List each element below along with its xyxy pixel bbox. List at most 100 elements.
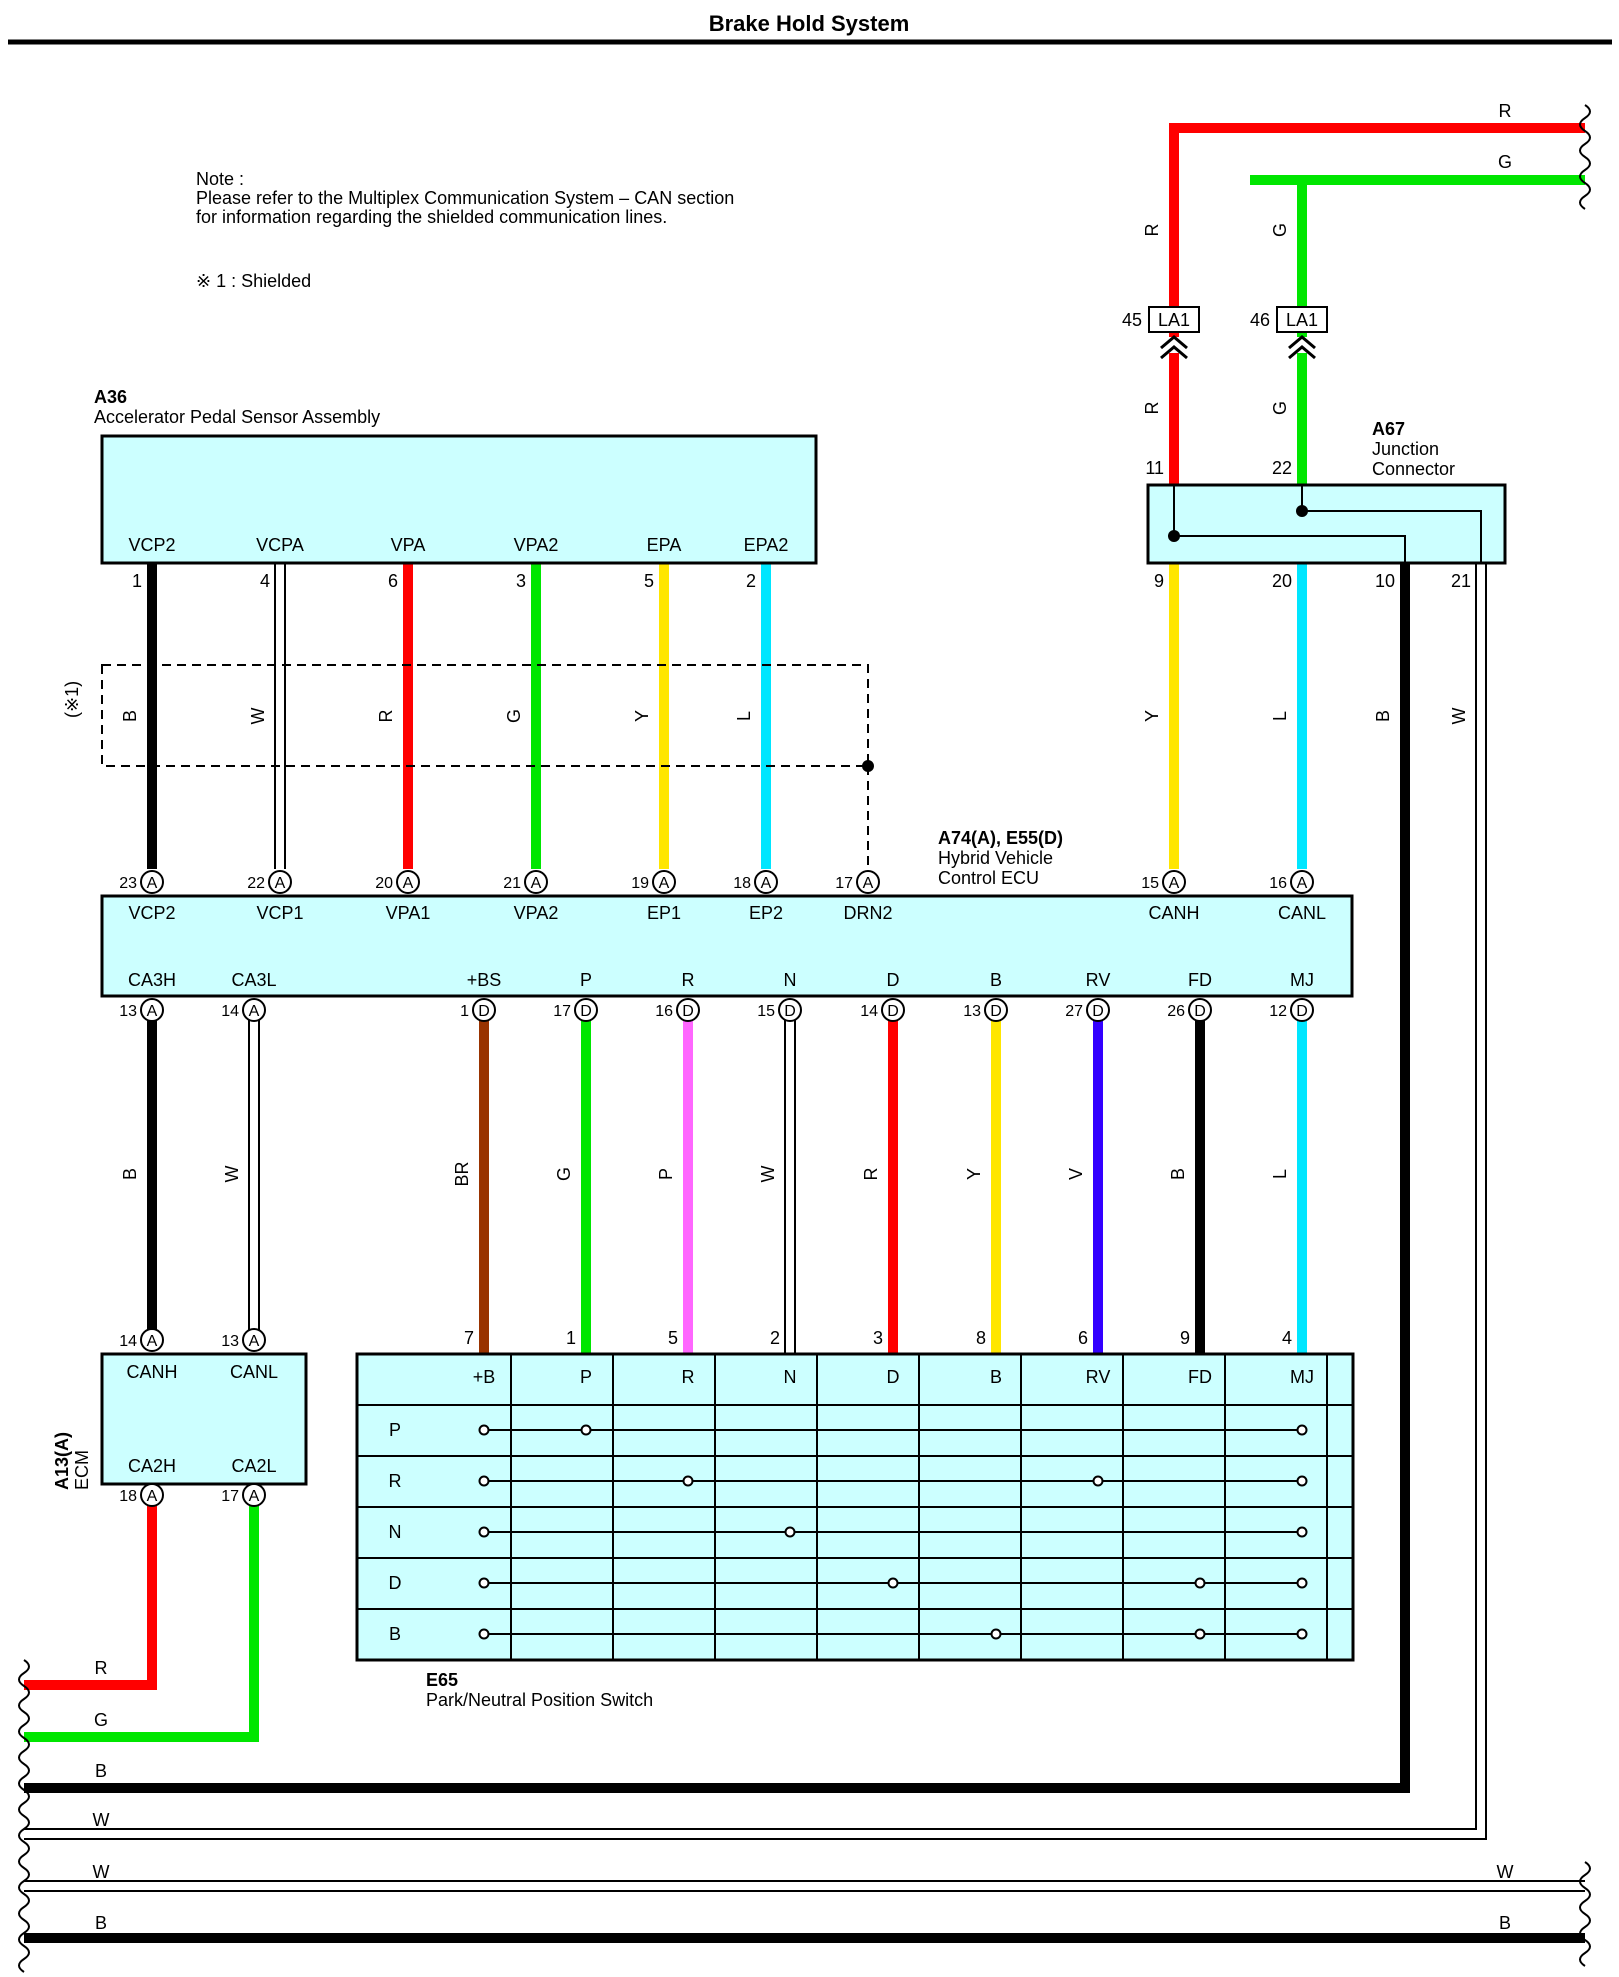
ecu-pin-top-19-connector: A [659, 875, 670, 892]
label-ecu-ecm-b: B [120, 1168, 140, 1180]
ecu-pin-bottom-13-connector: A [147, 1003, 158, 1020]
la1-connector-g-code: LA1 [1286, 310, 1318, 330]
label-right-r: R [1499, 101, 1512, 121]
ecu-terminal-R: R [682, 970, 695, 990]
ecu-pin-top-18-circle [754, 870, 778, 894]
ecu-pin-bottom-26-circle [1188, 998, 1212, 1022]
ecu-pin-bottom-17-circle [574, 998, 598, 1022]
ecu-pin-bottom-16: D16 [655, 998, 700, 1022]
ecm-pin-top-13-connector: A [249, 1333, 260, 1350]
ecu-pin-top-20-connector: A [403, 875, 414, 892]
ecu-pin-top-19-circle [652, 870, 676, 894]
label-a67-w: W [1449, 708, 1469, 725]
a36-terminal-VCP2: VCP2 [128, 535, 175, 555]
note-heading: Note : [196, 169, 244, 189]
ecu-terminal-EP2: EP2 [749, 903, 783, 923]
la1-connector-r-chevrons [1160, 335, 1188, 360]
ecu-pin-top-23-circle [140, 870, 164, 894]
e65-contact-R-MJ [1296, 1475, 1308, 1487]
ecu-pin-bottom-13: D13 [963, 998, 1008, 1022]
ecu-pin-bottom-14-connector: A [249, 1003, 260, 1020]
label-a36-3: R [376, 710, 396, 723]
ecu-terminal-VPA1: VPA1 [386, 903, 431, 923]
a36-code: A36 [94, 387, 127, 407]
ecu-code: A74(A), E55(D) [938, 828, 1063, 848]
note-shield: ※ 1 : Shielded [196, 271, 311, 291]
label-a36-1: B [120, 710, 140, 722]
a67-pin-20: 20 [1272, 571, 1292, 591]
ecu-pin-top-21: A21 [503, 870, 548, 894]
ecm-name: ECM [72, 1450, 92, 1490]
ecm-pin-bottom-18-number: 18 [119, 1488, 137, 1505]
ecu-terminal-N: N [784, 970, 797, 990]
ecm-pin-top-14-connector: A [147, 1333, 158, 1350]
a67-bus-b [1301, 485, 1482, 563]
label-right-g: G [1498, 152, 1512, 172]
a36-pin-4: 4 [260, 571, 270, 591]
label-ecu-e65-1: BR [452, 1161, 472, 1186]
la1-connector-r-pin: 45 [1122, 310, 1142, 330]
wire-ecm-r [24, 1505, 157, 1690]
ecu-pin-top-18-connector: A [761, 875, 772, 892]
e65-contact-B-FD [1194, 1628, 1206, 1640]
a36-pin-6: 6 [388, 571, 398, 591]
e65-contact-P-P [580, 1424, 592, 1436]
a36-pin-3: 3 [516, 571, 526, 591]
ecm-pin-bottom-17-connector: A [249, 1488, 260, 1505]
ecu-pin-bottom-14-number: 14 [221, 1003, 239, 1020]
e65-pin-2: 2 [770, 1328, 780, 1348]
a36-terminal-EPA: EPA [647, 535, 682, 555]
a36-pin-2: 2 [746, 571, 756, 591]
e65-col-N: N [784, 1367, 797, 1387]
wire-ecm-g [24, 1505, 259, 1742]
ecu-pin-bottom-13-circle [984, 998, 1008, 1022]
a67-caption: A67 Junction Connector [1372, 419, 1455, 479]
a67-name-1: Junction [1372, 439, 1439, 459]
e65-col-P: P [580, 1367, 592, 1387]
label-a36-4: G [504, 709, 524, 723]
ecu-pin-top-20-number: 20 [375, 875, 393, 892]
wires-layer [18, 104, 1591, 1973]
ecu-pin-bottom-27-connector: D [1092, 1003, 1104, 1020]
e65-contact-N-N [784, 1526, 796, 1538]
e65-row-R: R [389, 1471, 402, 1491]
ecu-terminal-P: P [580, 970, 592, 990]
e65-pin-7: 7 [464, 1328, 474, 1348]
label-ecu-e65-2: G [554, 1167, 574, 1181]
ecu-pin-bottom-13: A13 [119, 998, 164, 1022]
e65-contact-B-B [990, 1628, 1002, 1640]
ecu-pin-top-20-circle [396, 870, 420, 894]
label-left-3: B [95, 1761, 107, 1781]
label-ecu-e65-3: P [656, 1168, 676, 1180]
ecu-terminal-VCP1: VCP1 [256, 903, 303, 923]
ecm-pin-top-14-circle [140, 1328, 164, 1352]
ecu-pin-bottom-15-number: 15 [757, 1003, 775, 1020]
label-ecu-ecm-w: W [222, 1166, 242, 1183]
ecm-pin-bottom-17-number: 17 [221, 1488, 239, 1505]
e65-col-R: R [682, 1367, 695, 1387]
ecu-pin-bottom-13-circle [140, 998, 164, 1022]
e65-contact-D-+B [478, 1577, 490, 1589]
label-left-4: W [93, 1810, 110, 1830]
ecu-pin-top-17-number: 17 [835, 875, 853, 892]
ecu-terminal-B: B [990, 970, 1002, 990]
ecu-pin-top-21-circle [524, 870, 548, 894]
label-ecu-e65-5: R [861, 1168, 881, 1181]
e65-row-P: P [389, 1420, 401, 1440]
e65-col-B: B [990, 1367, 1002, 1387]
label-ecu-e65-4: W [758, 1166, 778, 1183]
e65-contact-R-RV [1092, 1475, 1104, 1487]
label-ecu-e65-6: Y [964, 1168, 984, 1180]
la1-connector-g-chevrons [1288, 335, 1316, 360]
ecu-terminal-VCP2: VCP2 [128, 903, 175, 923]
e65-contact-N-+B [478, 1526, 490, 1538]
ecu-name-1: Hybrid Vehicle [938, 848, 1053, 868]
e65-pin-9: 9 [1180, 1328, 1190, 1348]
right-wave-end-bottom [1579, 1861, 1591, 1967]
ecm-terminal-CA2H: CA2H [128, 1456, 176, 1476]
ecu-pin-bottom-14: A 14 [221, 998, 266, 1022]
label-left-5: W [93, 1862, 110, 1882]
shield-junction-dot [862, 760, 874, 772]
ecu-pin-bottom-16-connector: D [682, 1003, 694, 1020]
ecu-pin-bottom-17: D17 [553, 998, 598, 1022]
